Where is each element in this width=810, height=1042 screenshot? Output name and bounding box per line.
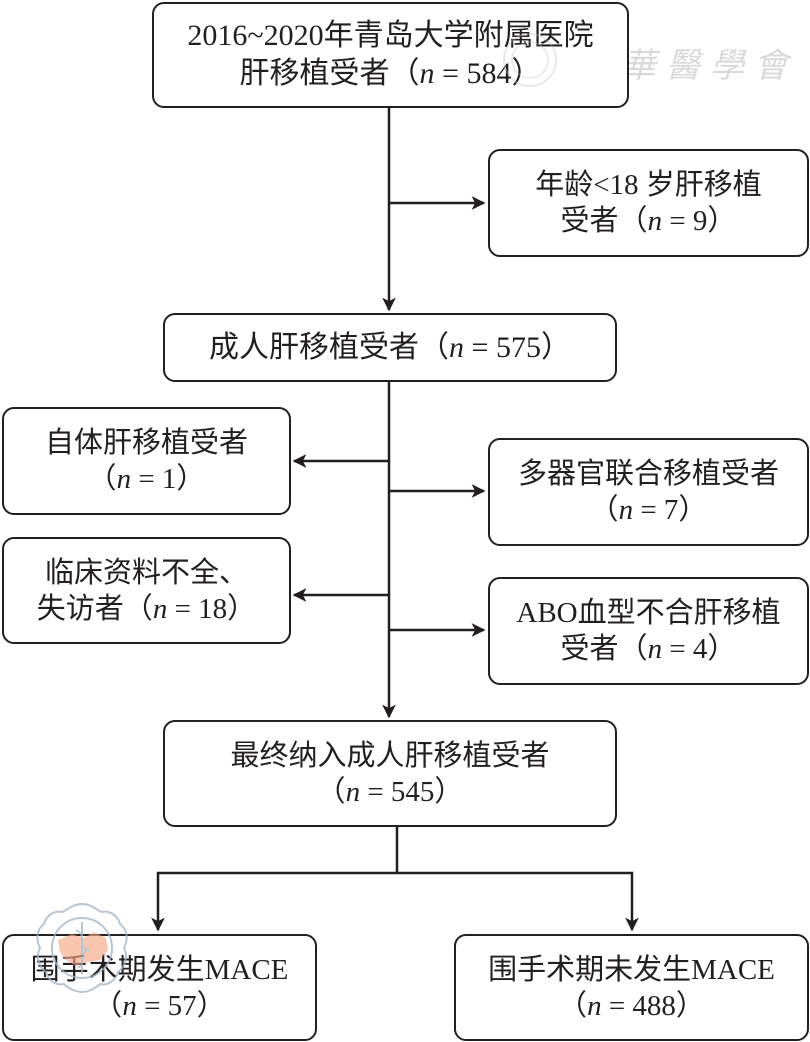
box-source-population: 2016~2020年青岛大学附属医院 肝移植受者（n = 584）: [152, 2, 629, 108]
connector-to-mace-yes: [151, 871, 397, 932]
mace-no-line1: 围手术期未发生MACE: [488, 953, 775, 986]
excl-abo-line2: 受者（n = 4）: [560, 633, 737, 665]
box-exclusion-abo: ABO血型不合肝移植 受者（n = 4）: [488, 577, 809, 685]
box-exclusion-incomplete-data: 临床资料不全、 失访者（n = 18）: [2, 537, 291, 644]
mace-yes-line2: （n = 57）: [93, 989, 226, 1022]
box-adult-recipients: 成人肝移植受者（n = 575）: [163, 313, 617, 382]
excl-data-line1: 临床资料不全、: [44, 556, 248, 589]
mace-no-line2: （n = 488）: [558, 989, 705, 1022]
final-line1: 最终纳入成人肝移植受者: [230, 739, 550, 772]
excl-auto-line2: （n = 1）: [87, 463, 206, 495]
box-mace-occurred: 围手术期发生MACE （n = 57）: [2, 934, 317, 1041]
source-line1: 2016~2020年青岛大学附属医院: [187, 19, 594, 52]
excl-age-line1: 年龄<18 岁肝移植: [535, 169, 762, 201]
source-line2: 肝移植受者（n = 584）: [239, 57, 542, 90]
excl-auto-line1: 自体肝移植受者: [44, 427, 248, 459]
excl-data-line2: 失访者（n = 18）: [36, 592, 257, 625]
connector-to-mace-no: [397, 871, 639, 932]
excl-multi-line1: 多器官联合移植受者: [517, 458, 779, 490]
box-exclusion-auto: 自体肝移植受者 （n = 1）: [2, 407, 291, 515]
excl-abo-line1: ABO血型不合肝移植: [516, 597, 781, 629]
adult-line1: 成人肝移植受者（n = 575）: [209, 330, 571, 364]
excl-age-line2: 受者（n = 9）: [560, 205, 737, 237]
box-exclusion-multi-organ: 多器官联合移植受者 （n = 7）: [488, 438, 809, 546]
box-final-included: 最终纳入成人肝移植受者 （n = 545）: [163, 720, 617, 827]
box-exclusion-age: 年龄<18 岁肝移植 受者（n = 9）: [488, 149, 809, 257]
excl-multi-line2: （n = 7）: [589, 494, 708, 526]
mace-yes-line1: 围手术期发生MACE: [30, 953, 289, 986]
box-mace-not-occurred: 围手术期未发生MACE （n = 488）: [454, 934, 809, 1041]
final-line2: （n = 545）: [316, 775, 464, 808]
